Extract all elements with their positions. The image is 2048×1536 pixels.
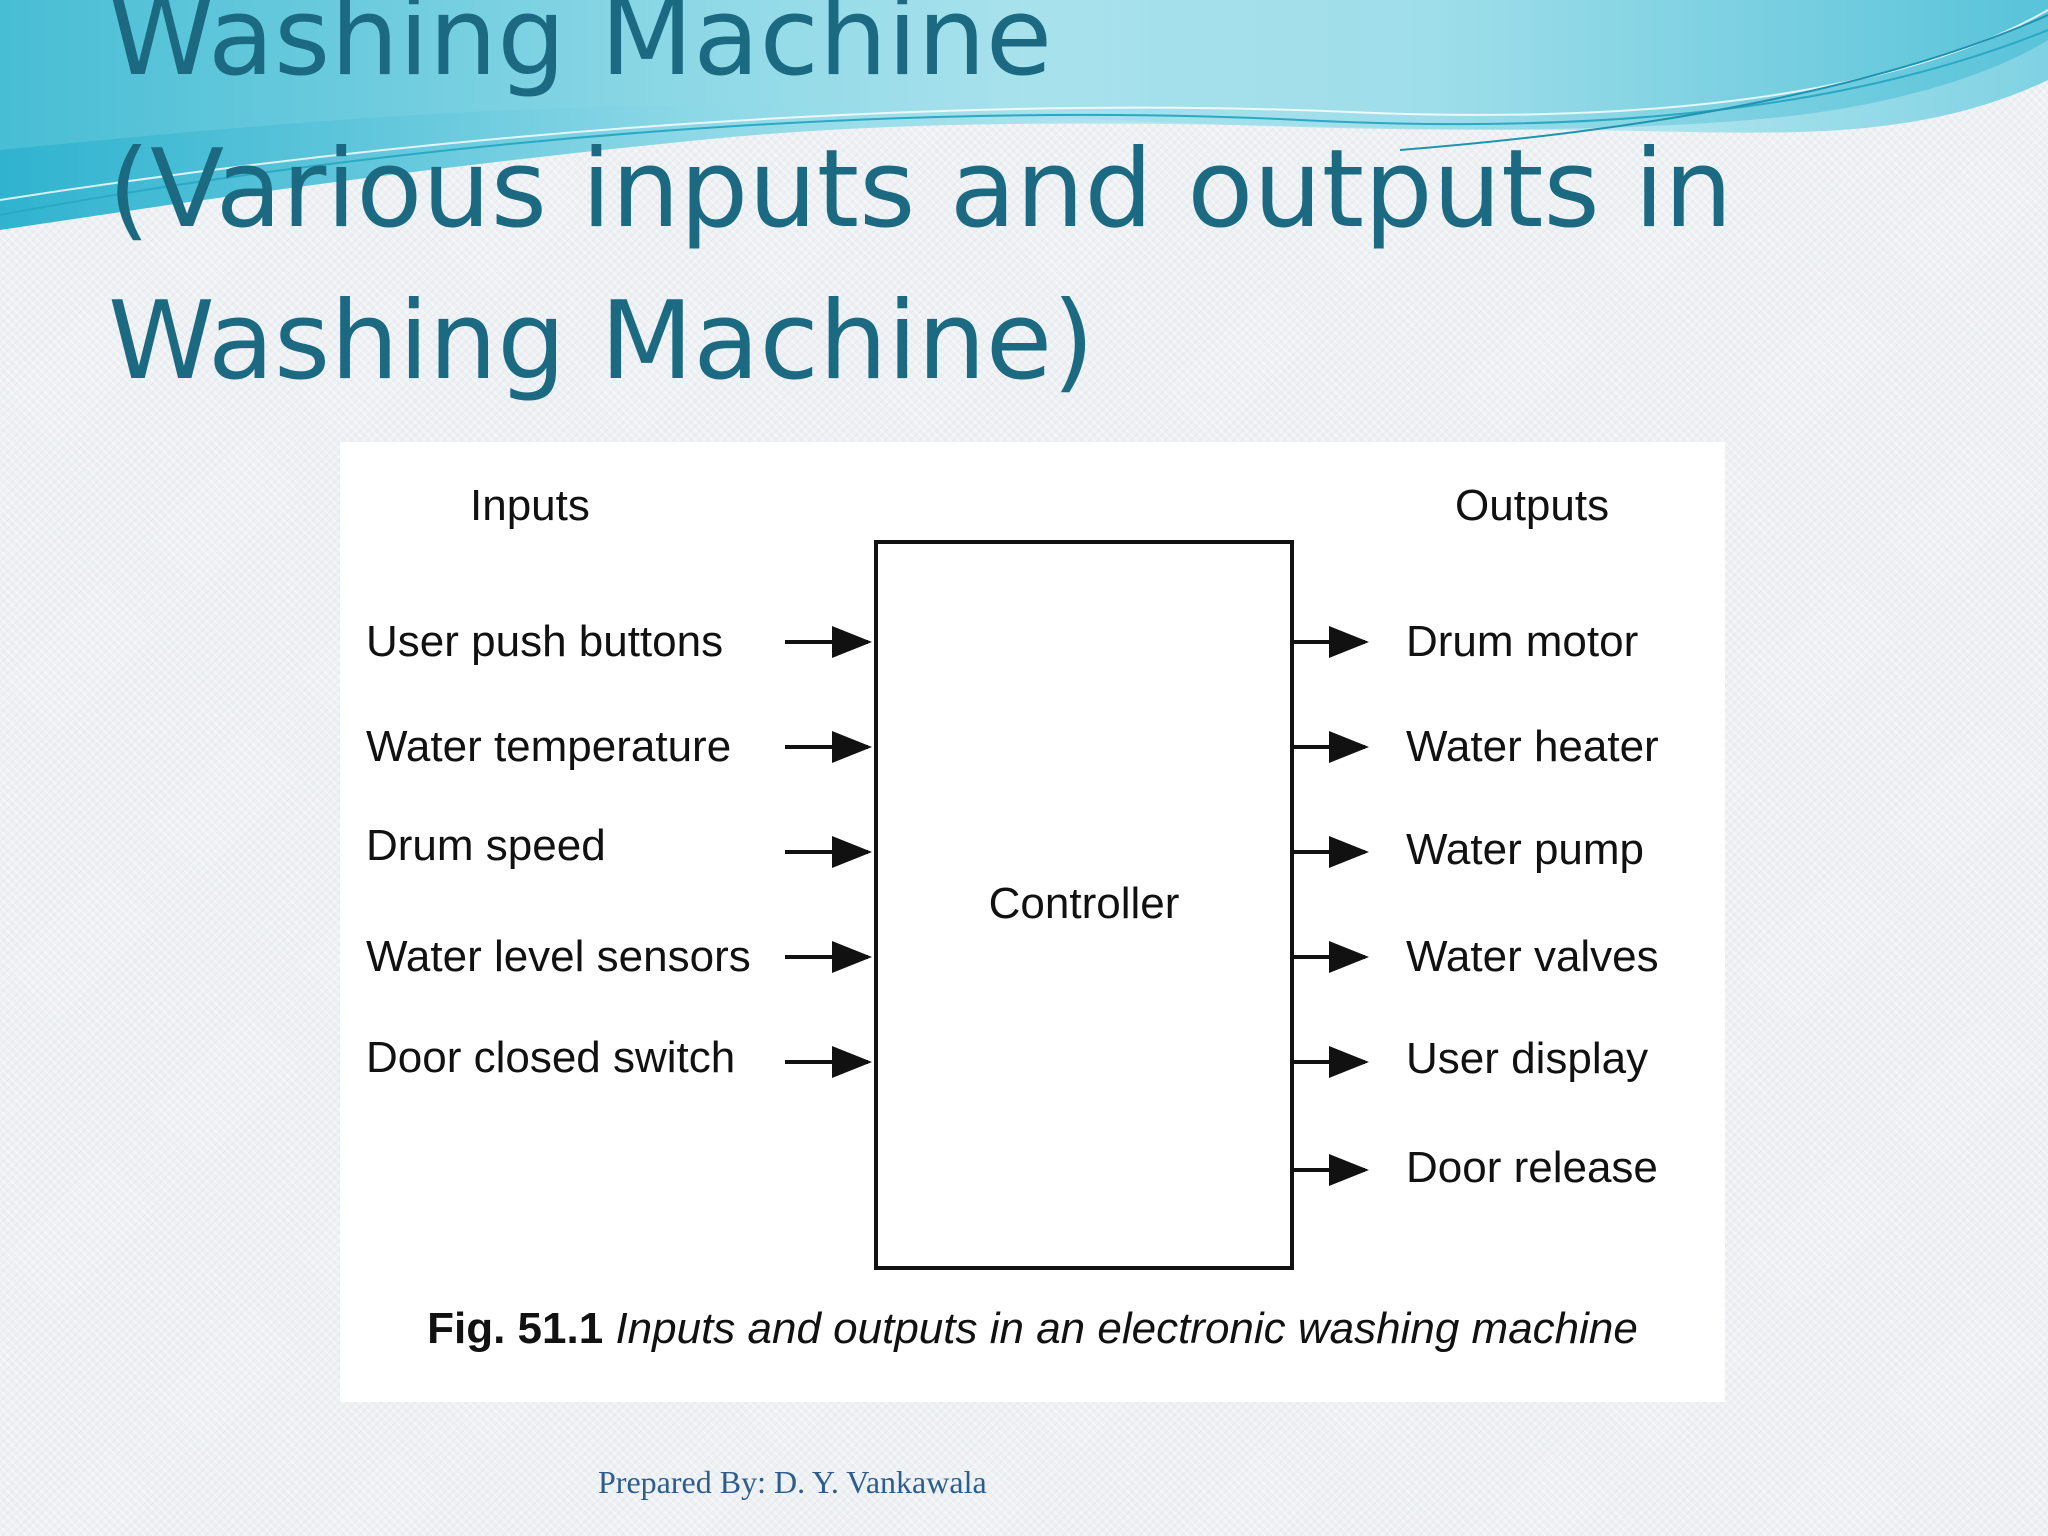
input-label: Water temperature (366, 722, 732, 771)
output-label: Water heater (1406, 722, 1659, 771)
input-label: Drum speed (366, 821, 606, 870)
input-label: Door closed switch (366, 1033, 736, 1082)
outputs-header: Outputs (1455, 481, 1610, 530)
block-diagram-figure: Inputs Outputs User push buttons Water t… (340, 442, 1725, 1402)
inputs-header: Inputs (470, 481, 590, 530)
caption-number: Fig. 51.1 (427, 1304, 604, 1353)
output-label: Water valves (1406, 932, 1659, 981)
slide-title: Washing Machine (Various inputs and outp… (108, 0, 1908, 418)
title-line-1: Washing Machine (108, 0, 1053, 100)
diagram-lines (785, 540, 1369, 1270)
controller-label: Controller (988, 879, 1180, 928)
input-label: Water level sensors (366, 932, 751, 981)
footer-credit: Prepared By: D. Y. Vankawala (598, 1464, 987, 1500)
header-wave-decoration (0, 0, 2048, 230)
output-label: Water pump (1406, 825, 1645, 874)
title-line-3: Washing Machine) (108, 279, 1095, 404)
title-line-2: (Various inputs and outputs in (108, 127, 1733, 252)
controller-box (874, 540, 1294, 1270)
caption-text: Inputs and outputs in an electronic wash… (615, 1304, 1638, 1353)
output-label: User display (1406, 1034, 1649, 1083)
input-label: User push buttons (366, 617, 724, 666)
output-label: Drum motor (1406, 617, 1639, 666)
figure-caption: Fig. 51.1 Inputs and outputs in an elect… (340, 1304, 1725, 1354)
output-label: Door release (1406, 1143, 1658, 1192)
